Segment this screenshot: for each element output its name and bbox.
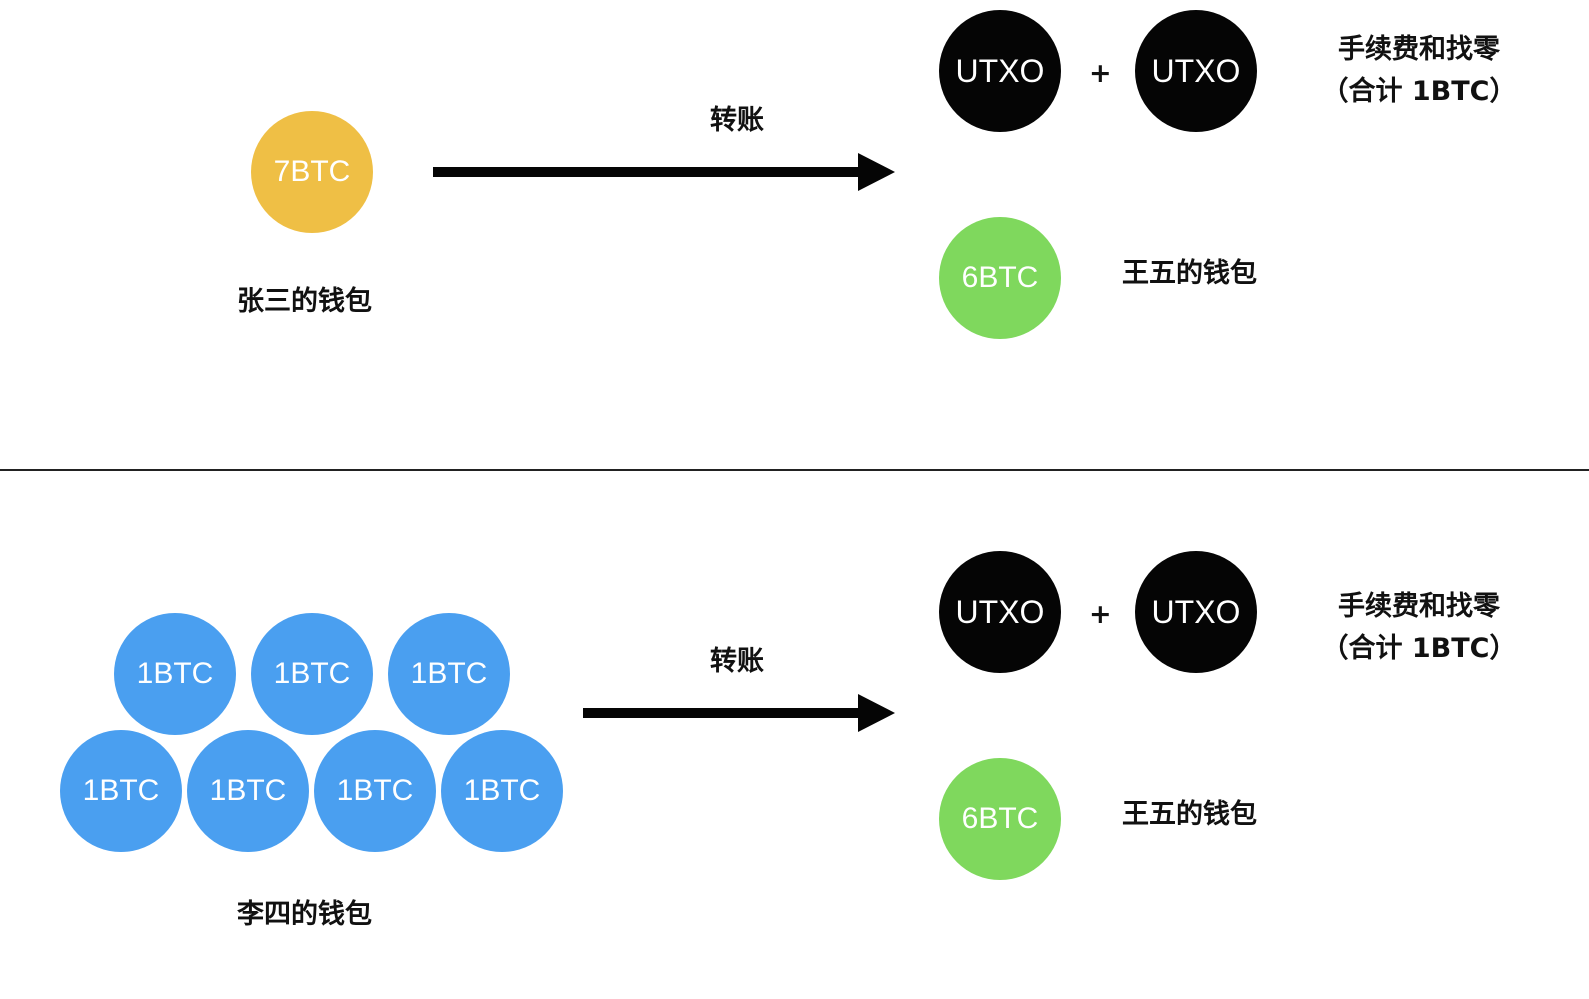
bottom-fee-line-1: 手续费和找零 [1338, 591, 1500, 622]
lisi-coin: 1BTC [314, 730, 436, 852]
top-plus-icon: + [1089, 58, 1112, 89]
bottom-transfer-arrow-icon [583, 694, 895, 732]
bottom-utxo-2: UTXO [1135, 551, 1257, 673]
lisi-coin: 1BTC [251, 613, 373, 735]
bottom-wangwu-wallet-label: 王五的钱包 [1122, 799, 1257, 830]
top-utxo-1: UTXO [939, 10, 1061, 132]
zhangsan-coin-7btc: 7BTC [251, 111, 373, 233]
bottom-plus-icon: + [1089, 599, 1112, 630]
top-fee-line-2: （合计 1BTC） [1321, 76, 1517, 107]
top-wangwu-coin-6btc: 6BTC [939, 217, 1061, 339]
bottom-wangwu-coin-6btc: 6BTC [939, 758, 1061, 880]
top-fee-change-label: 手续费和找零 （合计 1BTC） [1319, 29, 1519, 113]
top-fee-line-1: 手续费和找零 [1338, 34, 1500, 65]
lisi-coin: 1BTC [60, 730, 182, 852]
top-transfer-label: 转账 [710, 105, 764, 136]
top-transfer-arrow-icon [433, 153, 895, 191]
lisi-coin: 1BTC [441, 730, 563, 852]
lisi-coin: 1BTC [187, 730, 309, 852]
top-utxo-2: UTXO [1135, 10, 1257, 132]
lisi-coin: 1BTC [114, 613, 236, 735]
bottom-transfer-label: 转账 [710, 646, 764, 677]
bottom-utxo-1: UTXO [939, 551, 1061, 673]
section-divider [0, 469, 1589, 471]
lisi-wallet-label: 李四的钱包 [237, 899, 372, 930]
lisi-coin: 1BTC [388, 613, 510, 735]
bottom-fee-change-label: 手续费和找零 （合计 1BTC） [1319, 586, 1519, 670]
bottom-fee-line-2: （合计 1BTC） [1321, 633, 1517, 664]
top-wangwu-wallet-label: 王五的钱包 [1122, 258, 1257, 289]
zhangsan-wallet-label: 张三的钱包 [237, 286, 372, 317]
